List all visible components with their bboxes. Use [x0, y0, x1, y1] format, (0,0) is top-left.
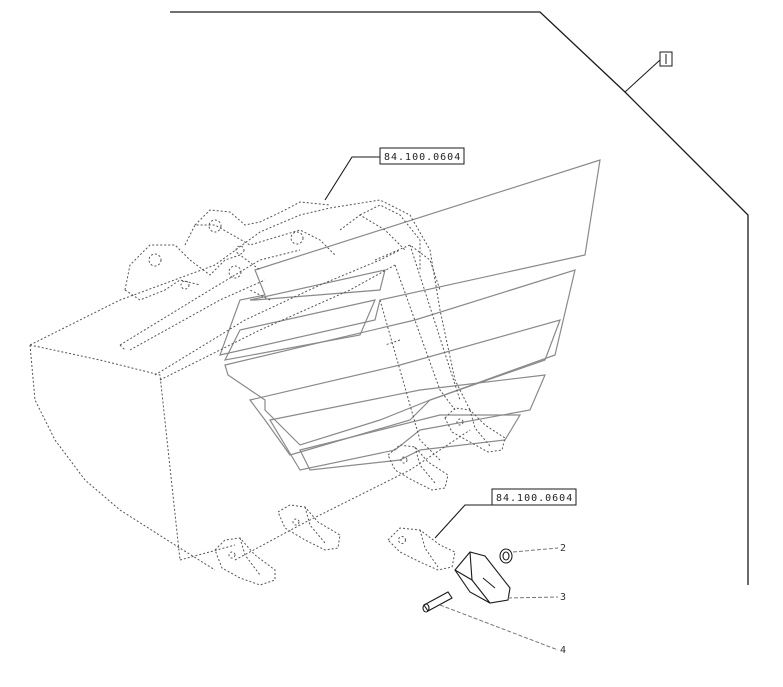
- callout-upper: 84.100.0604: [324, 147, 465, 201]
- reference-box: [624, 51, 673, 93]
- background-logo: [219, 159, 601, 471]
- pin: [422, 591, 453, 613]
- exploded-tooth: [454, 551, 511, 604]
- exploded-adapter: [387, 527, 456, 571]
- item-number-2: 2: [560, 543, 566, 554]
- retainer-ring: [499, 548, 513, 564]
- callout-ref-upper: 84.100.0604: [384, 152, 461, 163]
- item-leaders: [439, 547, 559, 651]
- item-number-4: 4: [560, 645, 566, 656]
- bucket-outline: [29, 199, 471, 571]
- callout-ref-lower: 84.100.0604: [496, 493, 573, 504]
- item-number-3: 3: [560, 592, 566, 603]
- callout-lower: 84.100.0604: [434, 488, 577, 539]
- bucket-teeth: [214, 407, 506, 586]
